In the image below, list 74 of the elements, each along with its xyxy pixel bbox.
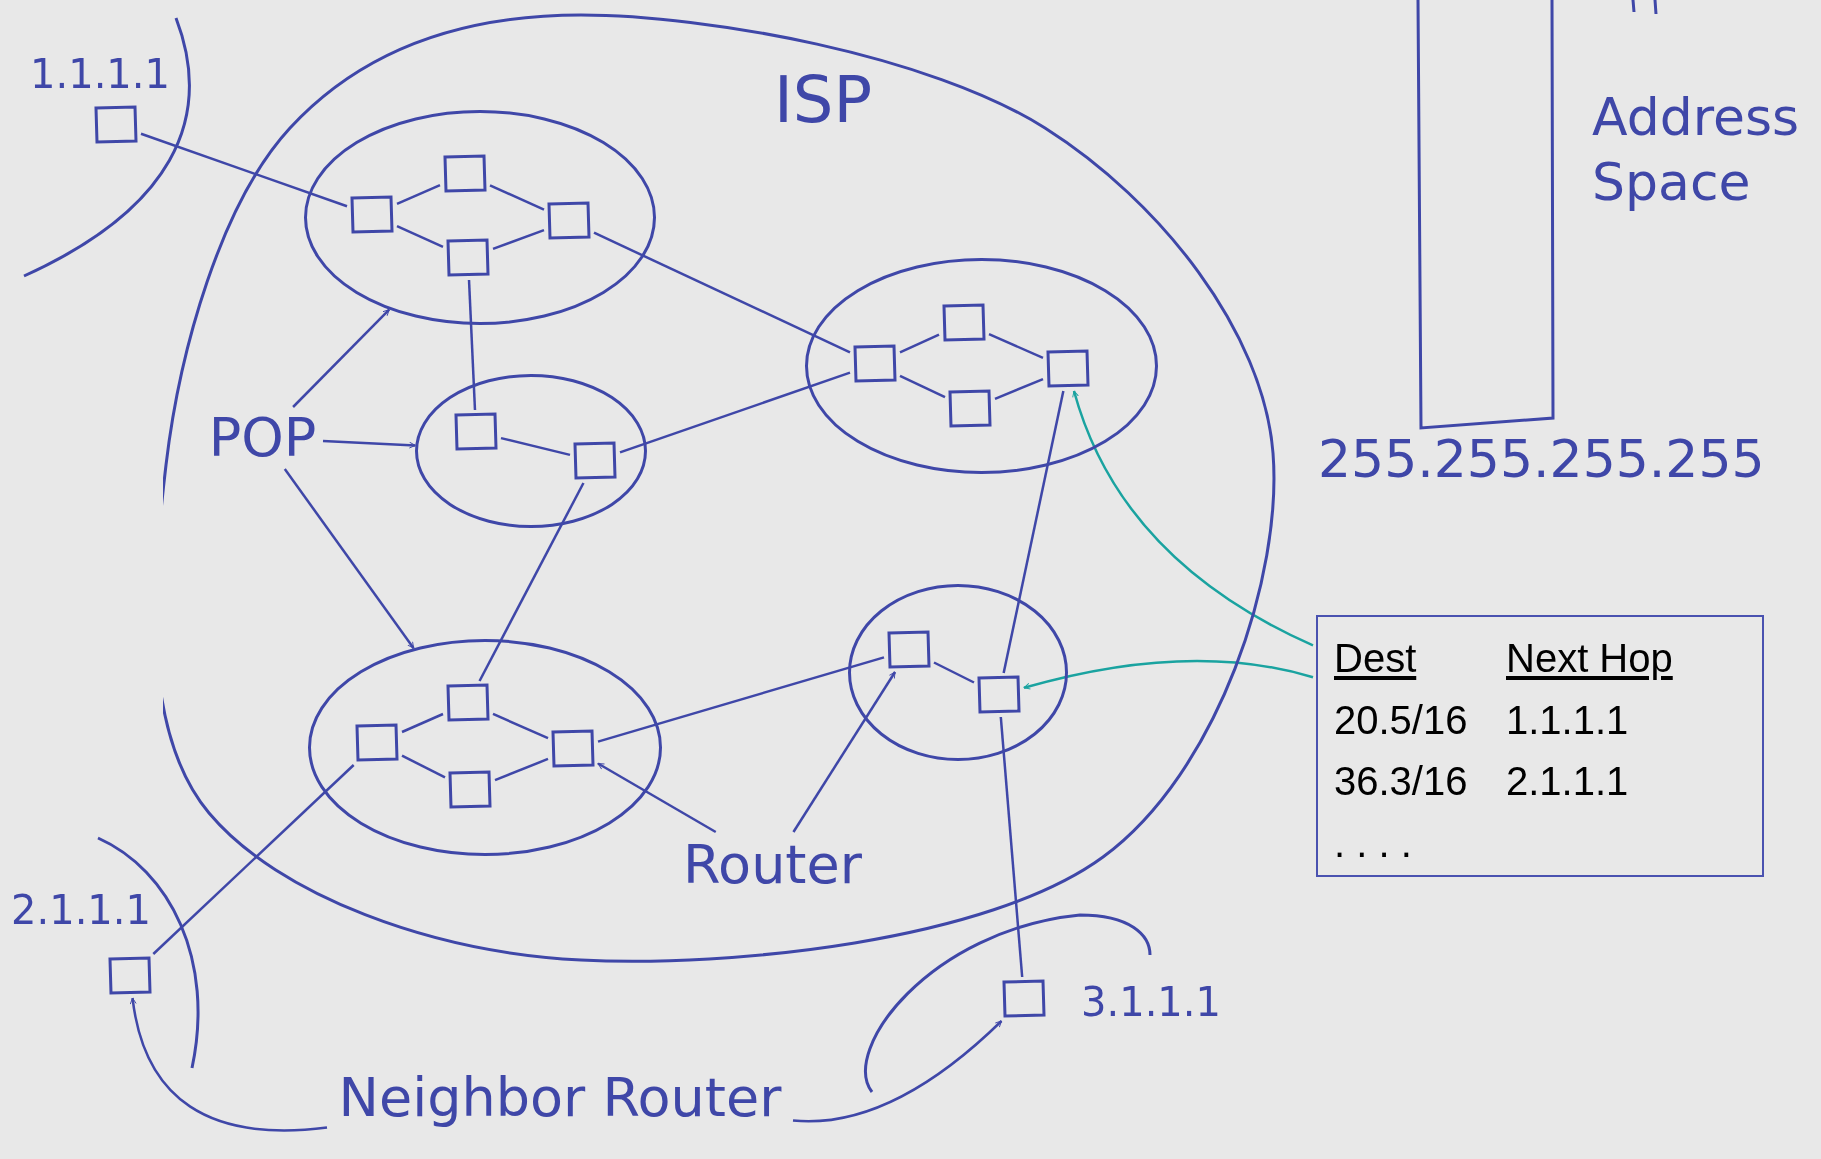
- table-cell-text: 2.1.1.1: [1506, 758, 1629, 805]
- link-line: [593, 231, 851, 354]
- router-box: [1002, 980, 1046, 1018]
- link-line: [597, 656, 885, 743]
- arrow: [792, 1020, 1003, 1123]
- link-line: [899, 333, 940, 354]
- router-box: [94, 106, 138, 144]
- ip-address-label: 2.1.1.1: [10, 886, 152, 934]
- link-line: [619, 371, 851, 454]
- pop-label: POP: [205, 410, 320, 466]
- link-line: [492, 712, 549, 740]
- router-box: [1046, 350, 1090, 388]
- link-line: [152, 764, 355, 955]
- arrow: [1023, 659, 1314, 690]
- router-box: [446, 684, 490, 722]
- address-space-bar: [1415, 0, 1556, 430]
- table-cell-text: 20.5/16: [1334, 696, 1468, 744]
- column-header: Next Hop: [1506, 635, 1673, 682]
- link-line: [467, 279, 477, 411]
- link-line: [494, 757, 549, 782]
- link-line: [1002, 390, 1065, 674]
- routing-table: [1316, 615, 1764, 877]
- link-line: [933, 661, 975, 684]
- ip-address-label: 1.1.1.1: [29, 50, 171, 98]
- arrow: [792, 671, 897, 833]
- arrow: [292, 308, 391, 408]
- neighbor-router-label: Neighbor Router: [330, 1062, 790, 1134]
- link-line: [396, 183, 441, 206]
- arrow: [283, 468, 415, 649]
- router-box: [350, 196, 394, 234]
- address-space-label: Address Space: [1592, 86, 1801, 214]
- column-header: Dest: [1334, 635, 1417, 682]
- router-box: [573, 442, 617, 480]
- router-box: [547, 202, 591, 240]
- router-box: [942, 304, 986, 342]
- router-box: [948, 390, 992, 428]
- table-cell-text: . . . .: [1334, 819, 1412, 867]
- link-line: [492, 229, 545, 250]
- router-box: [977, 676, 1021, 714]
- router-box: [454, 413, 498, 451]
- router-box: [887, 631, 931, 669]
- table-cell-text: 1.1.1.1: [1506, 696, 1629, 744]
- pop-ellipse: [304, 110, 656, 325]
- network-title: ISP: [772, 61, 874, 139]
- link-line: [899, 374, 946, 399]
- router-box: [446, 239, 490, 277]
- router-box: [853, 345, 897, 383]
- pop-ellipse: [308, 639, 662, 856]
- link-line: [999, 716, 1024, 978]
- router-box: [448, 771, 492, 809]
- arrow: [1072, 390, 1314, 647]
- link-line: [988, 332, 1044, 360]
- link-line: [140, 132, 348, 208]
- arrow: [130, 997, 328, 1132]
- link-line: [401, 754, 446, 779]
- address-range-label: 255.255.255.255: [1318, 428, 1766, 490]
- link-line: [396, 225, 444, 248]
- pop-ellipse: [805, 258, 1158, 474]
- link-line: [401, 712, 444, 734]
- link-line: [489, 184, 545, 211]
- router-label: Router: [650, 835, 895, 895]
- pop-ellipse: [415, 374, 647, 528]
- link-line: [500, 436, 571, 457]
- router-box: [355, 724, 399, 762]
- link-line: [478, 482, 585, 682]
- ip-address-label: 3.1.1.1: [1080, 978, 1222, 1026]
- link-line: [994, 378, 1044, 400]
- arrow: [322, 439, 416, 449]
- router-box: [551, 730, 595, 768]
- router-box: [443, 155, 487, 193]
- router-box: [108, 957, 152, 995]
- arrow: [597, 762, 717, 834]
- table-cell-text: 36.3/16: [1334, 758, 1468, 805]
- pop-ellipse: [848, 584, 1068, 761]
